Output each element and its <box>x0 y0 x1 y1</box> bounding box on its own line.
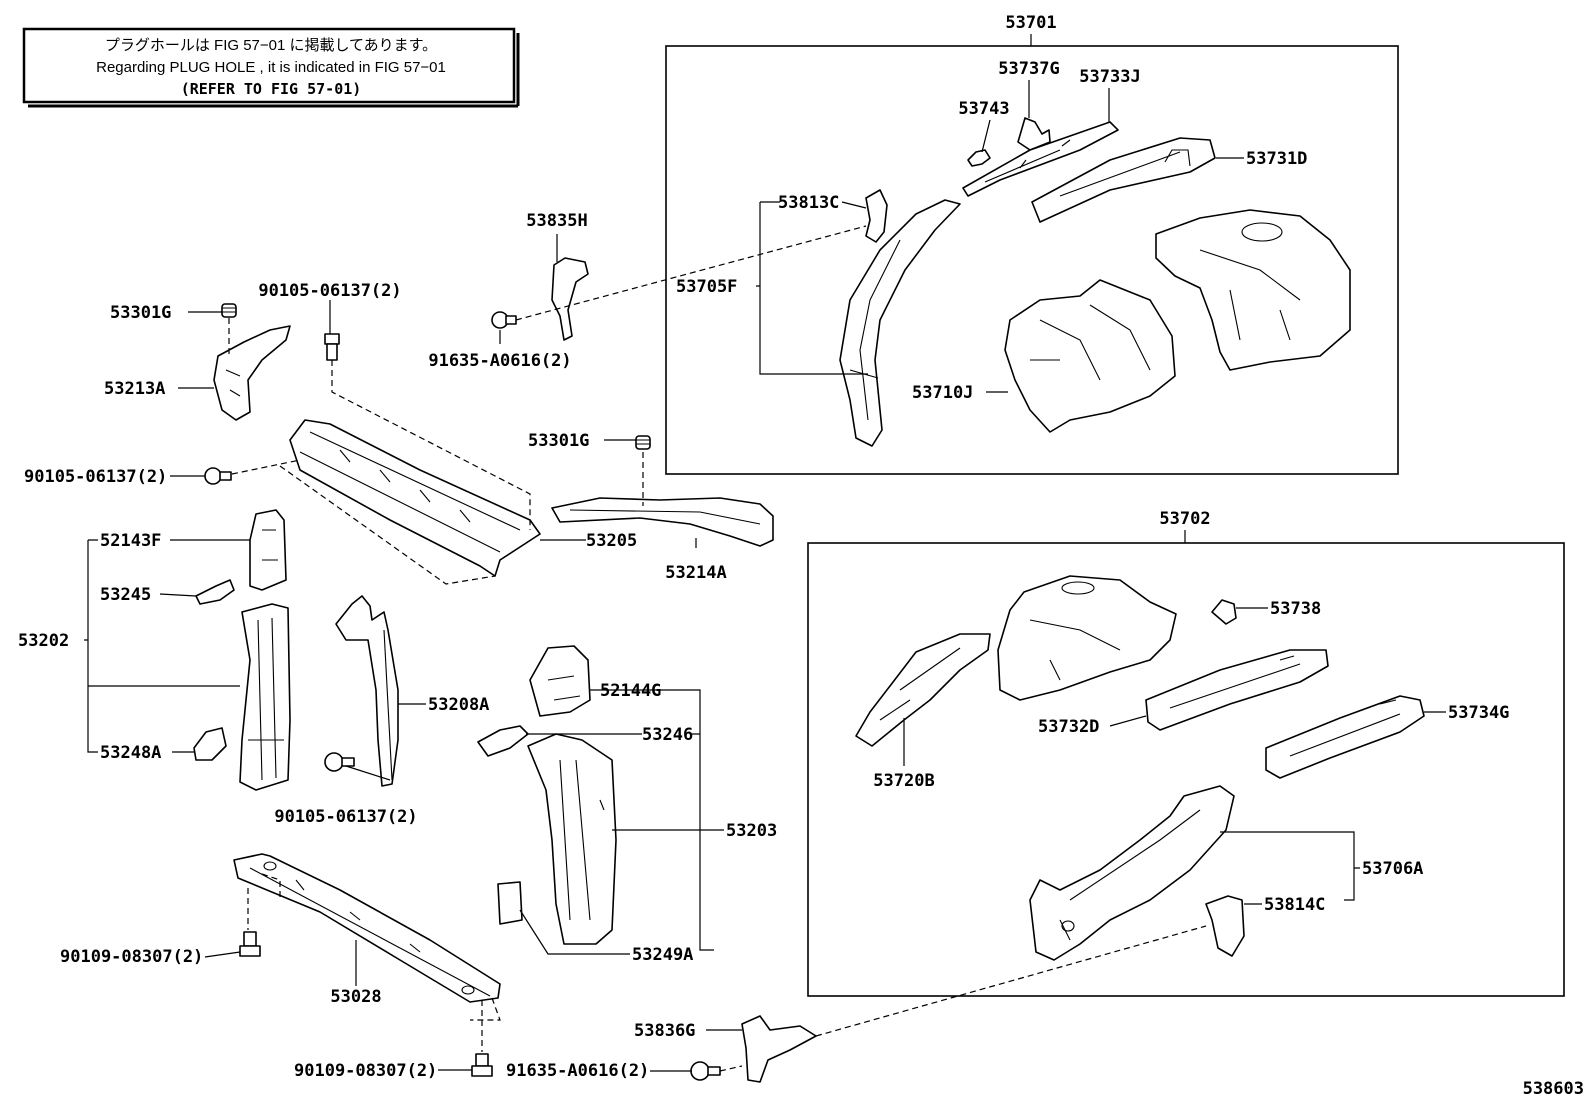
part-53705f <box>839 199 961 447</box>
label-53738: 53738 <box>1270 599 1321 619</box>
label-53248a: 53248A <box>100 743 161 763</box>
label-91635-top: 91635-A0616(2) <box>428 351 571 371</box>
part-53814c <box>1205 895 1245 957</box>
part-53213a <box>213 325 291 421</box>
label-90105-top: 90105-06137(2) <box>258 281 401 301</box>
label-53701: 53701 <box>1005 13 1056 33</box>
part-53249a <box>497 881 523 925</box>
note-box: プラグホールは FIG 57−01 に掲載してあります。 Regarding P… <box>22 27 520 108</box>
label-53301g-left: 53301G <box>110 303 171 323</box>
part-labels: 53701 53737G 53733J 53743 53731D 53813C … <box>18 13 1584 1099</box>
part-53813c <box>865 189 888 243</box>
label-53835h: 53835H <box>526 211 587 231</box>
part-53836g <box>741 1015 817 1083</box>
label-53702: 53702 <box>1159 509 1210 529</box>
part-90105-bottom <box>324 752 355 772</box>
part-53208a <box>335 595 399 787</box>
part-91635-bottom <box>690 1061 721 1081</box>
label-53734g: 53734G <box>1448 703 1509 723</box>
label-53720b: 53720B <box>873 771 934 791</box>
label-53205: 53205 <box>586 531 637 551</box>
dashed-connectors <box>228 225 1207 1072</box>
label-53813c: 53813C <box>778 193 839 213</box>
part-53205 <box>289 419 541 577</box>
label-53203: 53203 <box>726 821 777 841</box>
label-53249a: 53249A <box>632 945 693 965</box>
part-wheelhouse-upper <box>1155 209 1351 371</box>
part-53733j <box>962 121 1119 197</box>
label-53710j: 53710J <box>912 383 973 403</box>
part-90109-top <box>239 931 261 957</box>
part-53246 <box>477 725 529 757</box>
part-53720b <box>855 633 991 747</box>
part-wheelhouse-lower <box>997 575 1177 701</box>
part-53301g-mid <box>635 435 651 450</box>
part-53835h <box>551 257 589 341</box>
label-53836g: 53836G <box>634 1021 695 1041</box>
part-53710j <box>1004 279 1176 433</box>
label-53214a: 53214A <box>665 563 726 583</box>
label-53028: 53028 <box>330 987 381 1007</box>
part-90105-left <box>204 467 232 485</box>
label-53706a: 53706A <box>1362 859 1423 879</box>
leader-lines <box>84 80 1446 1072</box>
part-53214a <box>551 497 774 547</box>
label-52144g: 52144G <box>600 681 661 701</box>
part-53248a <box>193 727 227 761</box>
note-line-en: Regarding PLUG HOLE , it is indicated in… <box>96 59 446 76</box>
part-53203-member <box>527 733 617 945</box>
label-53737g: 53737G <box>998 59 1059 79</box>
label-53202: 53202 <box>18 631 69 651</box>
part-53202-member <box>239 603 291 791</box>
label-52143f: 52143F <box>100 531 161 551</box>
label-90109-bottom: 90109-08307(2) <box>294 1061 437 1081</box>
assembly-53702-frame <box>807 530 1565 997</box>
figure-id: 538603 <box>1523 1079 1584 1099</box>
part-52143f <box>249 509 287 591</box>
note-line-jp: プラグホールは FIG 57−01 に掲載してあります。 <box>105 37 437 54</box>
label-90105-left: 90105-06137(2) <box>24 467 167 487</box>
part-53743 <box>967 149 991 167</box>
label-53245: 53245 <box>100 585 151 605</box>
label-53705f: 53705F <box>676 277 737 297</box>
label-53732d: 53732D <box>1038 717 1099 737</box>
label-90109-top: 90109-08307(2) <box>60 947 203 967</box>
part-90109-bottom <box>471 1053 493 1077</box>
part-53245 <box>195 579 235 605</box>
label-53743: 53743 <box>958 99 1009 119</box>
part-53734g <box>1265 695 1425 779</box>
label-53246: 53246 <box>642 725 693 745</box>
part-52144g <box>529 645 591 717</box>
label-90105-bottom: 90105-06137(2) <box>274 807 417 827</box>
label-91635-bottom: 91635-A0616(2) <box>506 1061 649 1081</box>
label-53731d: 53731D <box>1246 149 1307 169</box>
assembly-53701-frame <box>665 34 1399 475</box>
note-line-ref: (REFER TO FIG 57-01) <box>181 80 362 98</box>
label-53213a: 53213A <box>104 379 165 399</box>
part-53301g-left <box>221 303 237 318</box>
label-53301g-mid: 53301G <box>528 431 589 451</box>
label-53208a: 53208A <box>428 695 489 715</box>
part-53028 <box>233 853 501 1003</box>
label-53814c: 53814C <box>1264 895 1325 915</box>
label-53733j: 53733J <box>1079 67 1140 87</box>
part-53738 <box>1211 599 1237 625</box>
part-91635-top <box>491 311 517 329</box>
part-53706a <box>1029 785 1235 961</box>
part-90105-top <box>324 333 340 361</box>
part-53731d <box>1031 137 1216 223</box>
part-53732d <box>1145 649 1329 731</box>
